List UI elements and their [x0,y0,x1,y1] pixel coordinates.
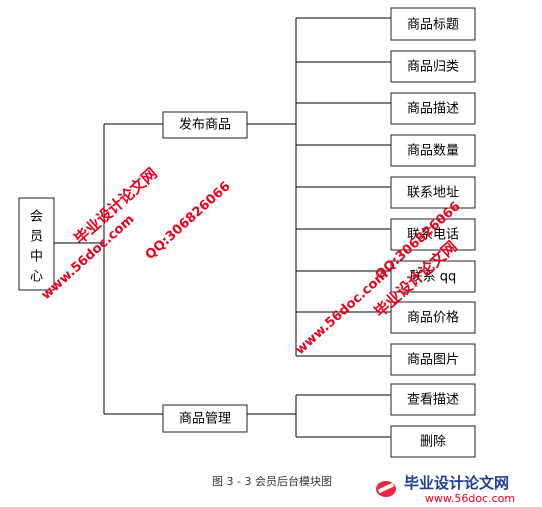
leaf-node: 商品标题 [390,7,476,41]
leaf-node: 删除 [390,425,476,458]
connector-lines [54,17,391,438]
branch-label: 商品管理 [179,412,231,427]
leaf-label: 商品描述 [407,102,459,117]
leaf-node: 联系地址 [390,176,476,209]
leaf-label: 商品图片 [407,353,459,368]
root-label-char: 会 [30,210,43,225]
root-label-char: 员 [30,230,43,245]
leaf-label: 查看描述 [407,392,459,408]
leaf-node: 查看描述 [390,383,476,416]
leaf-node: 商品价格 [390,301,476,334]
root-label-char: 中 [30,250,43,265]
root-label-char: 心 [30,270,43,285]
leaf-node: 商品图片 [390,343,476,376]
leaf-node: 联系 qq [390,260,476,293]
footer-title: 毕业设计论文网 [404,474,509,492]
leaf-node: 商品数量 [390,134,476,167]
branch-label: 发布商品 [179,117,231,133]
leaf-label: 联系电话 [407,228,459,243]
logo-icon [376,481,396,497]
leaf-label: 商品标题 [407,18,459,33]
leaf-node: 商品描述 [390,92,476,125]
watermark-qq: QQ:306826066 [143,179,234,263]
branch-node-manage: 商品管理 [162,404,248,433]
root-node: 会 员 中 心 [18,197,55,291]
figure-caption: 图 3 - 3 会员后台模块图 [212,474,332,488]
branch-node-publish: 发布商品 [162,111,248,139]
footer-site: www.56doc.com [425,492,515,505]
footer-watermark: 毕业设计论文网 www.56doc.com [376,474,515,505]
leaf-node: 联系电话 [390,218,476,251]
leaf-label: 商品数量 [407,144,459,159]
leaf-label: 删除 [420,435,446,450]
leaf-label: 商品价格 [407,310,459,326]
leaf-label: 联系地址 [407,186,459,201]
leaf-node: 商品归类 [390,50,476,83]
leaf-label: 联系 qq [410,270,457,285]
watermark-left: 毕业设计论文网 www.56doc.com QQ:306826066 [39,164,234,303]
leaf-label: 商品归类 [407,60,459,75]
